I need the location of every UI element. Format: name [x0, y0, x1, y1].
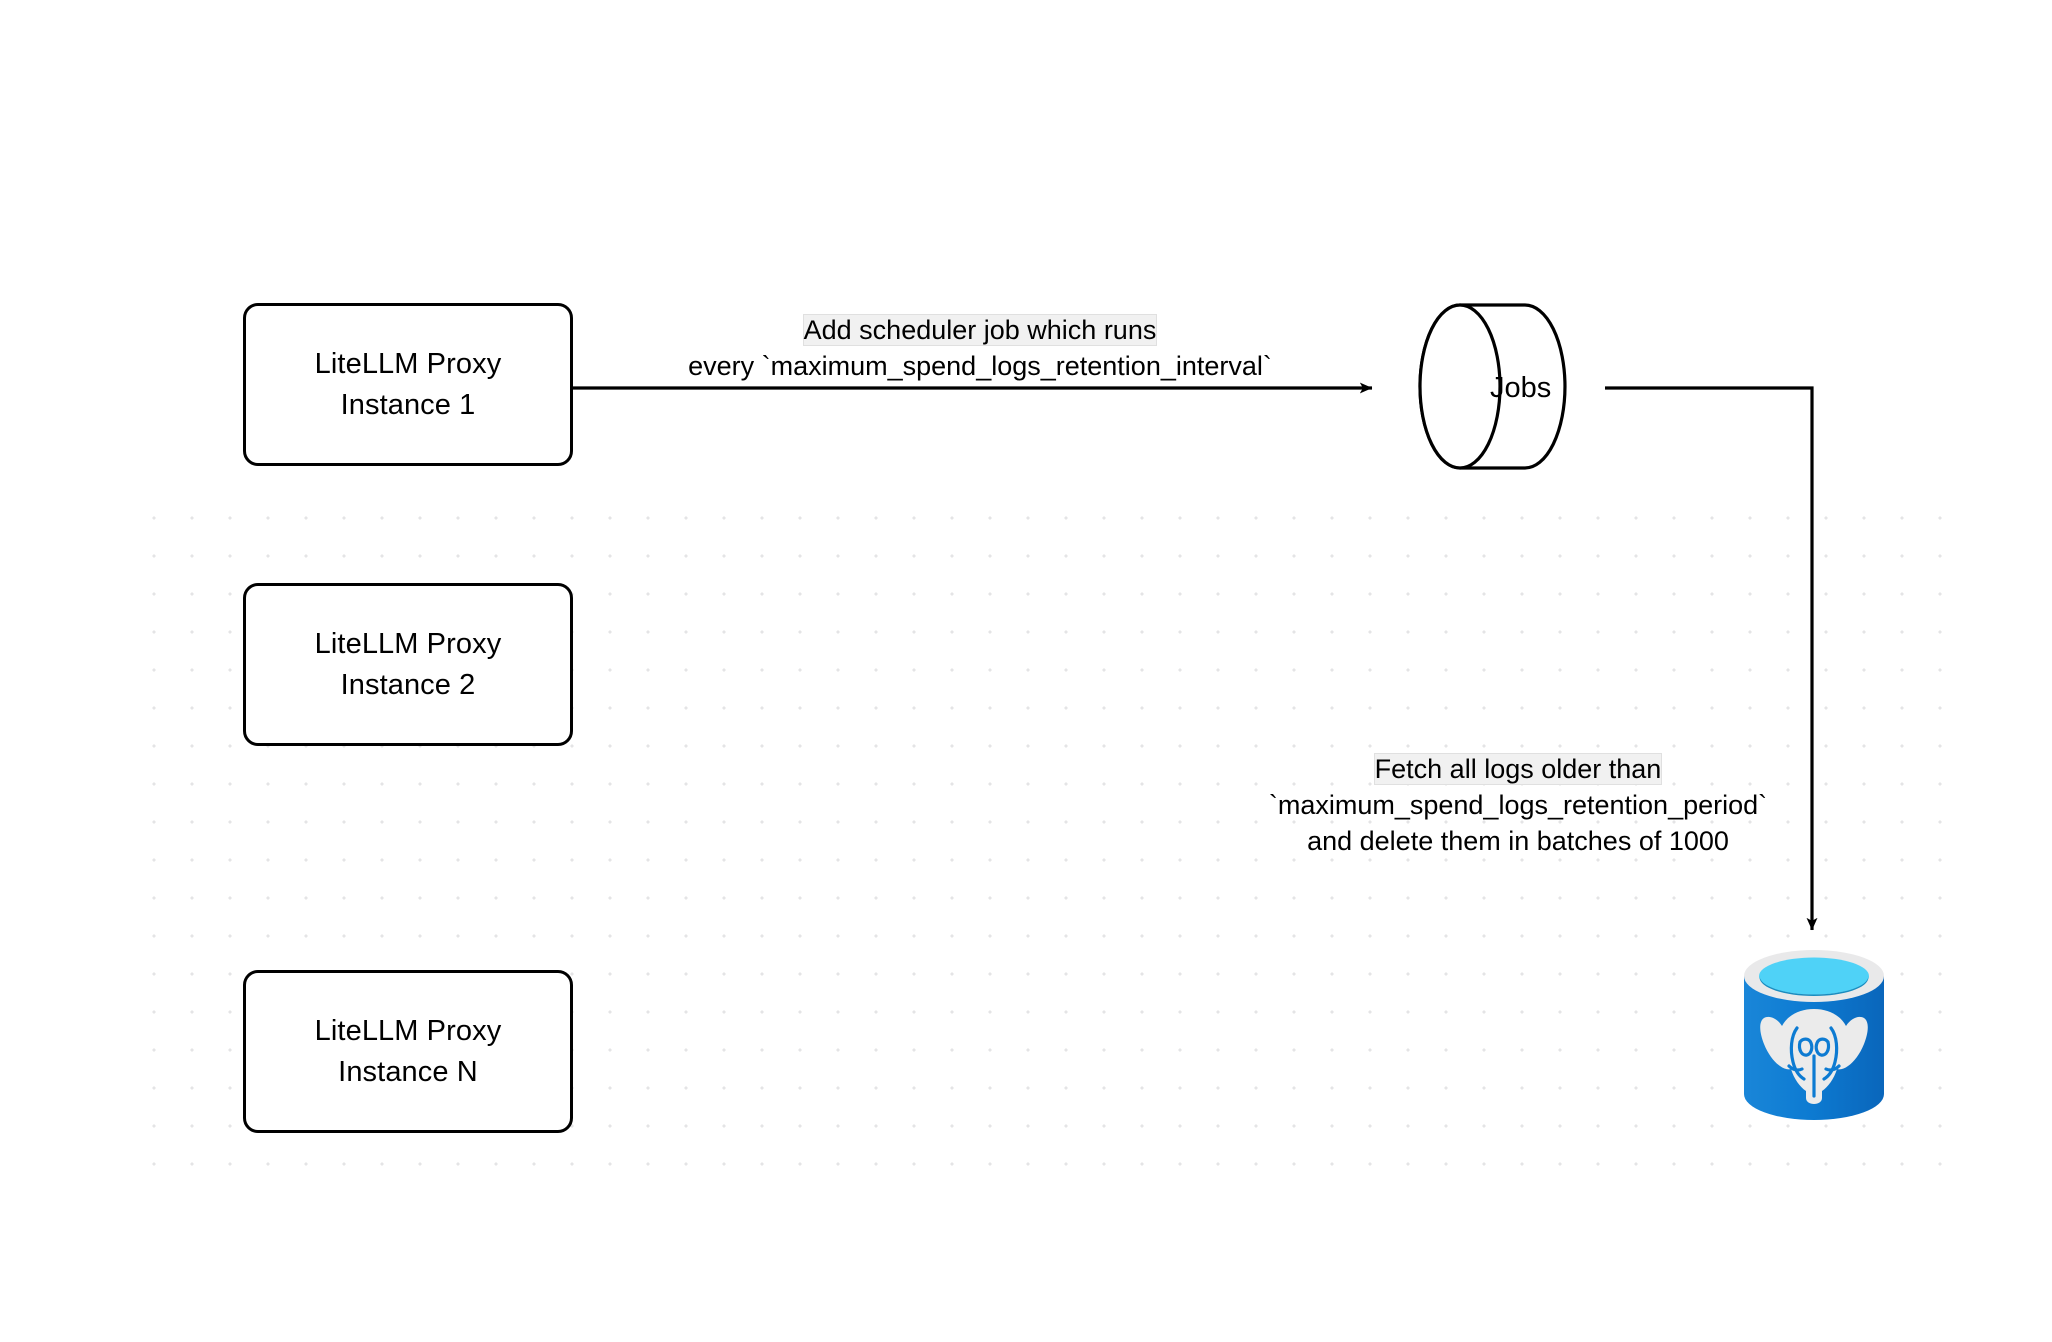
- node-proxy-instance-1-line2: Instance 1: [340, 388, 476, 421]
- node-proxy-instance-2-line1: LiteLLM Proxy: [314, 628, 502, 661]
- node-proxy-instance-1[interactable]: LiteLLM Proxy Instance 1: [243, 303, 573, 466]
- edge-label-cleanup-line1: Fetch all logs older than: [1374, 754, 1662, 784]
- edge-label-cleanup: Fetch all logs older than `maximum_spend…: [1230, 752, 1806, 860]
- node-proxy-instance-n-line1: LiteLLM Proxy: [314, 1015, 502, 1048]
- edge-label-scheduler-line2: every `maximum_spend_logs_retention_inte…: [688, 350, 1272, 381]
- edge-label-scheduler-line1: Add scheduler job which runs: [803, 315, 1157, 345]
- postgresql-database-icon[interactable]: [1740, 946, 1888, 1124]
- node-jobs-label: Jobs: [1490, 372, 1552, 404]
- node-proxy-instance-n[interactable]: LiteLLM Proxy Instance N: [243, 970, 573, 1133]
- node-proxy-instance-2[interactable]: LiteLLM Proxy Instance 2: [243, 583, 573, 746]
- edge-label-cleanup-line2: `maximum_spend_logs_retention_period`: [1268, 789, 1768, 820]
- edge-jobs-to-postgres: [1605, 386, 1818, 931]
- edge-label-cleanup-line3: and delete them in batches of 1000: [1307, 825, 1729, 856]
- node-proxy-instance-2-line2: Instance 2: [340, 668, 476, 701]
- node-proxy-instance-1-line1: LiteLLM Proxy: [314, 348, 502, 381]
- jobs-cylinder-shape: [1418, 303, 1567, 470]
- edge-label-scheduler: Add scheduler job which runs every `maxi…: [620, 313, 1340, 385]
- node-proxy-instance-n-line2: Instance N: [338, 1055, 478, 1088]
